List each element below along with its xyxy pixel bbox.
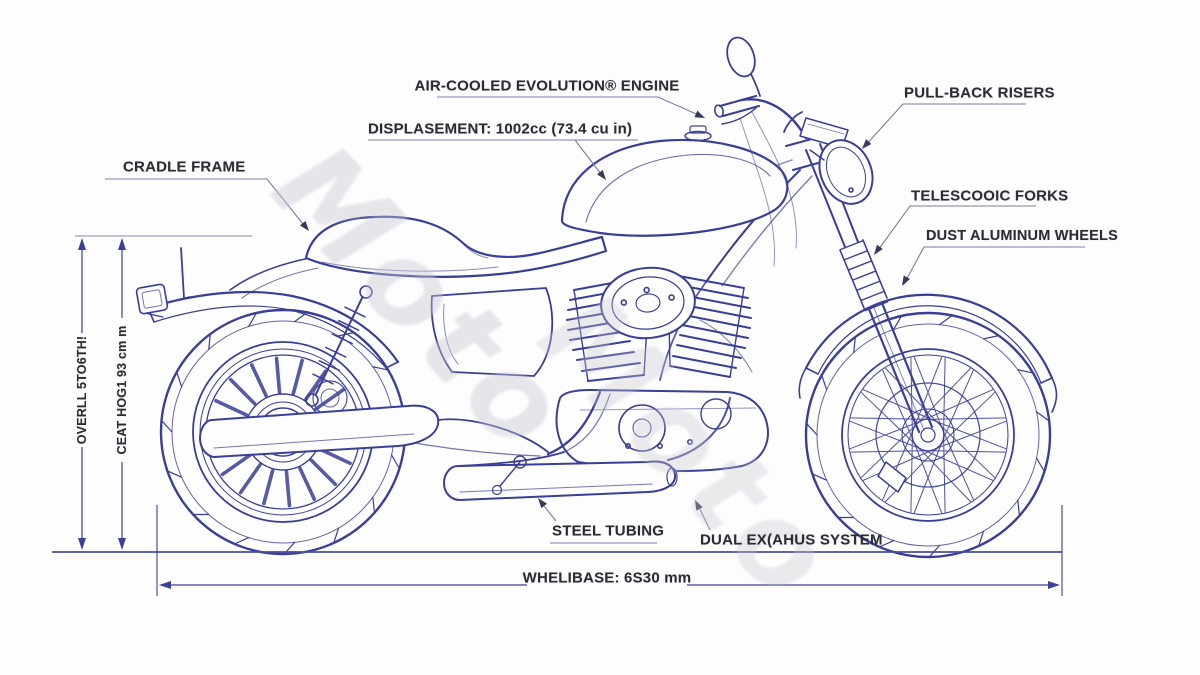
dimension-seat-height: CEAT HOG1 93 cm m xyxy=(115,325,129,455)
brake-lever xyxy=(721,107,757,125)
callout-wheels: DUST ALUMINUM WHEELS xyxy=(926,228,1118,244)
fuel-cap xyxy=(689,125,707,134)
callout-pull-back-risers: PULL-BACK RISERS xyxy=(904,84,1055,102)
wheels-leader xyxy=(903,246,1085,285)
callout-exhaust: DUAL EX(AHUS SYSTEM xyxy=(700,531,883,549)
front-fork xyxy=(785,133,934,434)
pull-back-risers-leader xyxy=(863,103,1026,148)
callout-cradle-frame: CRADLE FRAME xyxy=(123,158,246,176)
callout-telescopic-forks: TELESCOOIC FORKS xyxy=(911,187,1069,205)
exhaust-system xyxy=(199,390,731,501)
telescopic-forks-leader xyxy=(875,205,1036,254)
front-fender xyxy=(798,293,1058,413)
dimension-overall-length: OVERLL 5TO6TH! xyxy=(75,335,89,445)
callout-steel-tubing: STEEL TUBING xyxy=(552,522,665,540)
headlight xyxy=(809,139,874,205)
air-cleaner xyxy=(600,266,696,340)
leader-lines xyxy=(105,96,1085,544)
fuel-tank xyxy=(560,125,789,237)
rear-shock xyxy=(305,285,373,407)
cable xyxy=(739,117,776,267)
dimension-wheelbase: WHELIBASE: 6S30 mm xyxy=(522,569,692,587)
wheelbase-extension-lines xyxy=(156,505,1063,596)
dimension-lines xyxy=(52,235,1063,596)
side-cover xyxy=(430,287,554,377)
grip xyxy=(718,94,761,118)
signal-post xyxy=(177,247,191,301)
front-wheel xyxy=(804,311,1052,559)
engine-leader xyxy=(437,96,704,118)
seat xyxy=(304,215,608,278)
brake-caliper xyxy=(877,461,907,493)
rear-fender xyxy=(139,290,400,369)
cable xyxy=(751,111,797,249)
mirror xyxy=(726,36,761,97)
callout-displacement: DISPLASEMENT: 1002cc (73.4 cu in) xyxy=(368,120,633,138)
cradle-frame-leader xyxy=(105,178,308,230)
handlebar xyxy=(714,94,808,267)
displacement-leader xyxy=(368,139,638,179)
engine xyxy=(555,266,769,472)
taillight xyxy=(135,283,169,315)
callout-engine: AIR-COOLED EVOLUTION® ENGINE xyxy=(414,77,680,95)
